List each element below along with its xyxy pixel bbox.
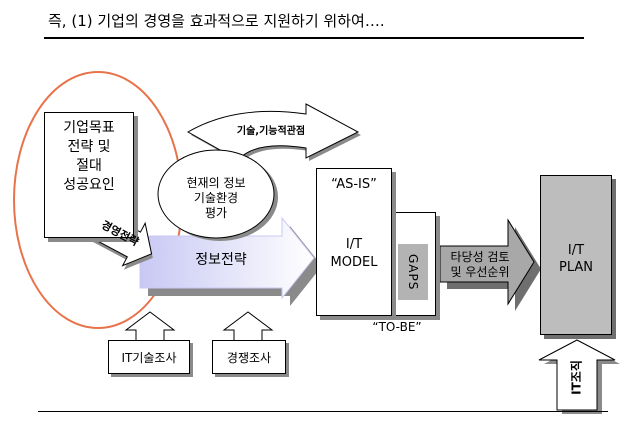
- it-model-line-1: I/T: [345, 237, 363, 252]
- env-eval-line-3: 평가: [204, 206, 228, 220]
- env-eval-line-1: 현재의 정보: [186, 176, 246, 190]
- it-model-label: I/T MODEL: [317, 236, 391, 272]
- corporate-goals-box: 기업목표 전략 및 절대 성공요인: [44, 112, 134, 238]
- feasibility-arrow: [439, 218, 535, 306]
- goals-line-4: 성공요인: [63, 177, 115, 193]
- competition-survey-box: 경쟁조사: [212, 340, 286, 374]
- feasibility-label: 타당성 검토 및 우선순위: [440, 250, 520, 280]
- goals-line-1: 기업목표: [63, 120, 115, 136]
- it-plan-label: I/T PLAN: [541, 242, 611, 276]
- page-title: 즉, (1) 기업의 경영을 효과적으로 지원하기 위하여….: [48, 12, 385, 30]
- as-is-box: “AS-IS” I/T MODEL: [316, 168, 392, 316]
- gaps-block: GAPS: [398, 244, 428, 300]
- competition-survey-arrow: [222, 311, 274, 343]
- it-org-label: IT조직: [569, 360, 584, 395]
- feasibility-line-2: 및 우선순위: [450, 265, 510, 279]
- goals-line-3: 절대: [76, 158, 102, 174]
- tech-policy-label: 기술,기능적관점: [236, 126, 306, 137]
- tech-policy-arrow: [186, 103, 360, 161]
- gaps-label: GAPS: [406, 253, 420, 291]
- it-model-line-2: MODEL: [330, 255, 378, 270]
- it-org-arrow: [538, 339, 616, 411]
- it-tech-survey-box: IT기술조사: [108, 340, 190, 374]
- info-strategy-arrow: [139, 216, 315, 300]
- to-be-label: “TO-BE”: [372, 320, 422, 334]
- env-eval-ellipse: [157, 149, 275, 239]
- env-eval-label: 현재의 정보 기술환경 평가: [168, 176, 264, 221]
- env-eval-line-2: 기술환경: [193, 191, 239, 205]
- bottom-rule: [38, 411, 608, 412]
- info-strategy-label: 정보전략: [195, 252, 247, 268]
- as-is-label: “AS-IS”: [331, 177, 377, 192]
- feasibility-line-1: 타당성 검토: [450, 250, 510, 264]
- top-rule: [44, 37, 584, 39]
- it-plan-line-1: I/T: [567, 243, 585, 258]
- it-plan-line-2: PLAN: [559, 260, 593, 275]
- goals-line-2: 전략 및: [67, 139, 111, 155]
- it-plan-box: I/T PLAN: [540, 175, 612, 335]
